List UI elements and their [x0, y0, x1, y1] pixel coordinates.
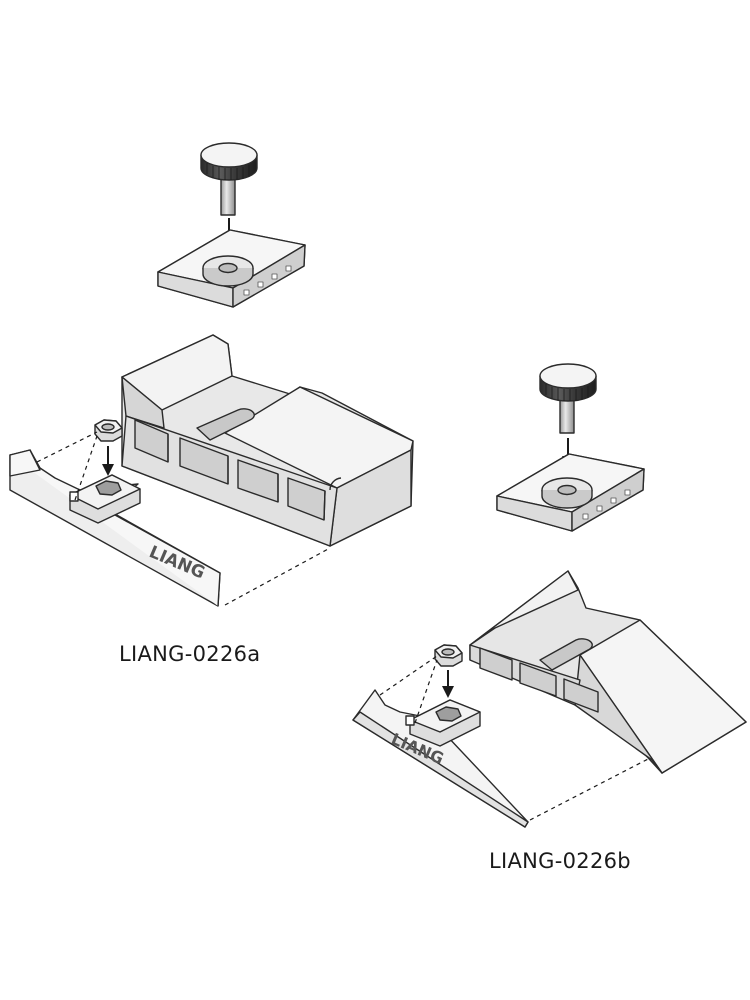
caption-liang-0226b: LIANG-0226b [489, 849, 631, 873]
end-plate-b: LIANG [352, 689, 529, 828]
thumb-screw-icon [539, 363, 597, 434]
ramp-body-b [469, 570, 747, 774]
channel-body-a [121, 334, 414, 547]
guide-lines-a [36, 431, 331, 606]
guide-lines-b [379, 655, 651, 821]
end-plate-a: LIANG [9, 449, 221, 607]
caption-liang-0226a: LIANG-0226a [119, 642, 261, 666]
hex-nut-icon [434, 644, 463, 667]
assembly-a: LIANG [9, 142, 414, 607]
thumb-screw-icon [200, 142, 258, 216]
clamp-plate-a [157, 229, 306, 308]
assembly-b: LIANG [352, 363, 747, 828]
hex-nut-icon [94, 419, 123, 442]
clamp-plate-b [496, 453, 645, 532]
